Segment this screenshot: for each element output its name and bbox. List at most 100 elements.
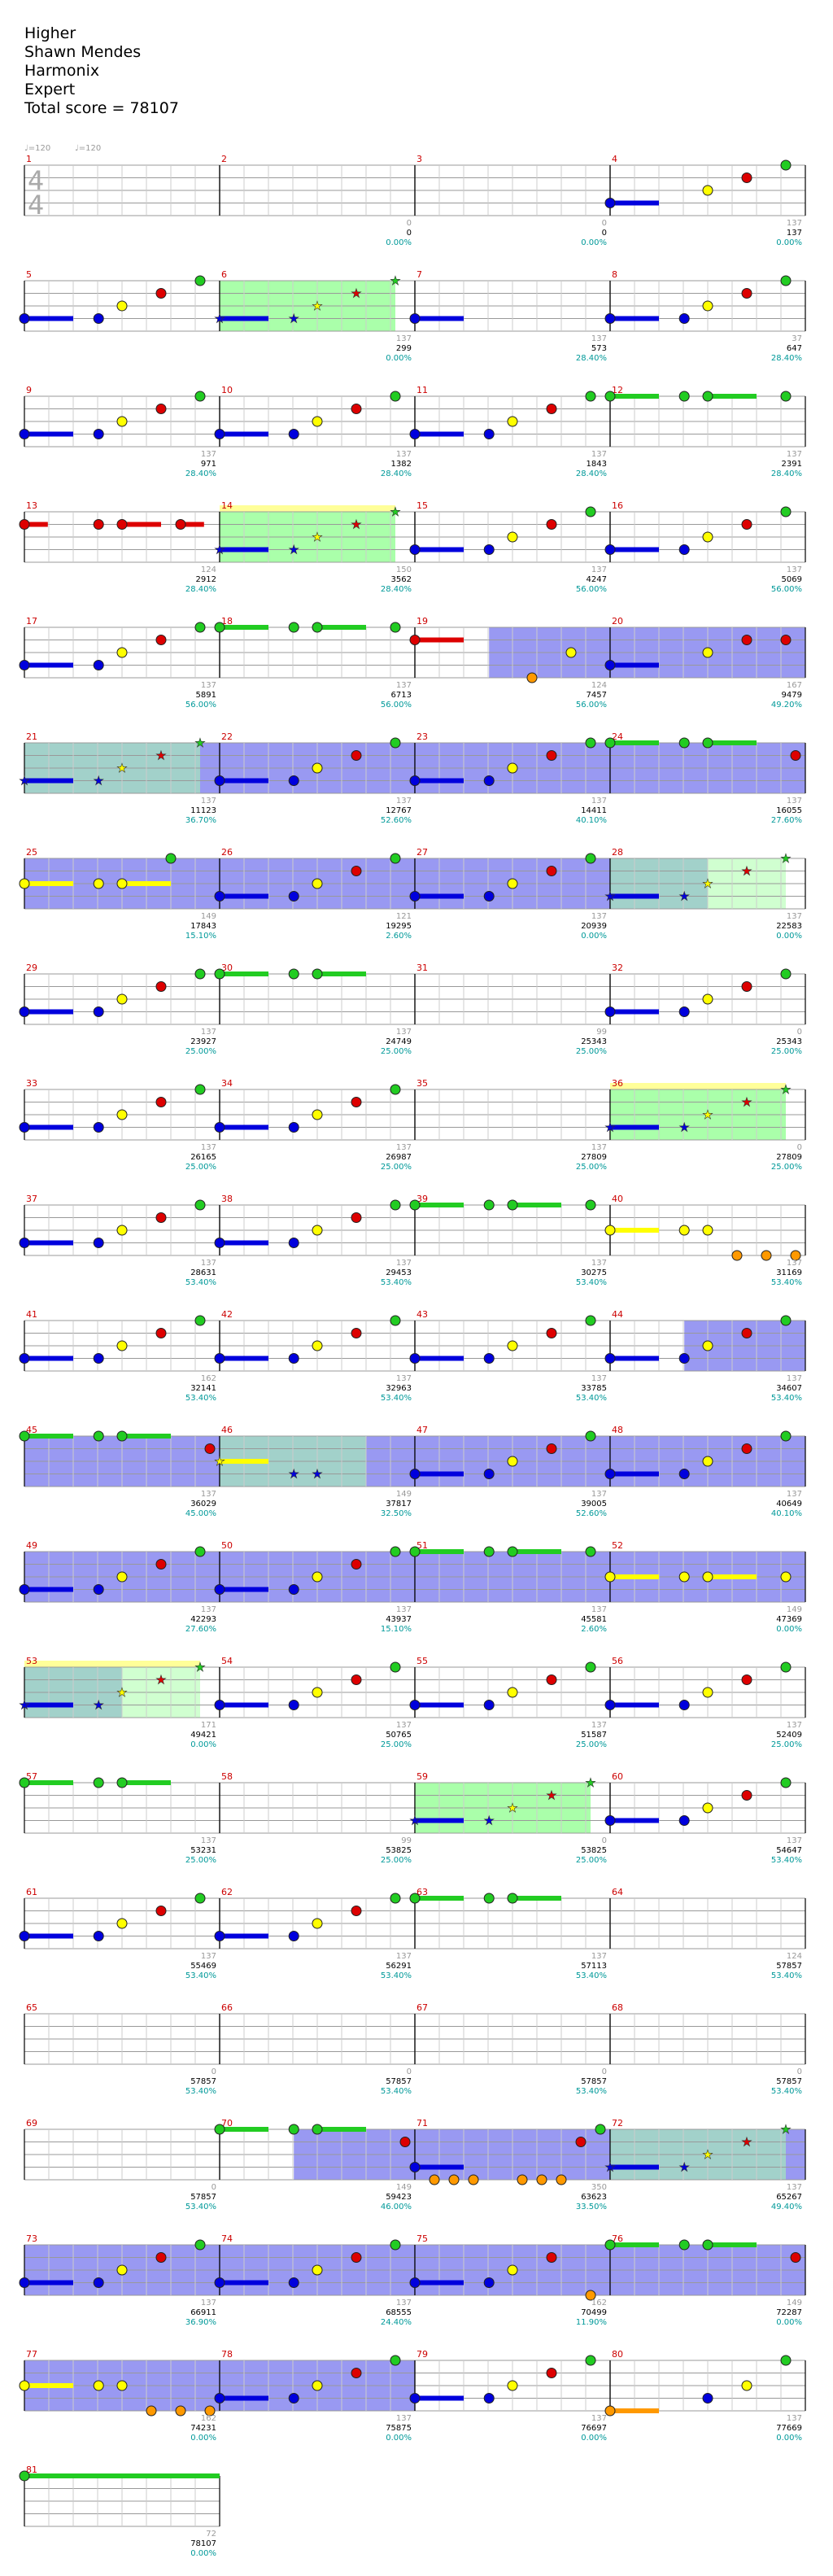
measure-number: 40 bbox=[612, 1194, 623, 1204]
note-gem bbox=[312, 622, 323, 633]
note-gem bbox=[790, 750, 801, 761]
note-gem bbox=[678, 1700, 690, 1710]
sp-meter-percent: 49.20% bbox=[771, 701, 802, 709]
note-gem bbox=[585, 2290, 596, 2301]
measure-number: 43 bbox=[416, 1309, 428, 1320]
note-gem bbox=[194, 391, 206, 402]
measure-number: 78 bbox=[221, 2349, 233, 2360]
note-gem bbox=[155, 635, 167, 645]
note-gem bbox=[507, 2264, 518, 2276]
sp-meter-percent: 40.10% bbox=[576, 816, 607, 825]
solo-band bbox=[610, 1083, 786, 1089]
sustain-tail bbox=[122, 1780, 171, 1785]
star-note: ★ bbox=[351, 517, 361, 532]
note-gem bbox=[483, 1546, 495, 1557]
measure-number: 57 bbox=[26, 1771, 37, 1782]
measure-number: 9 bbox=[26, 385, 32, 395]
sp-meter-percent: 0.00% bbox=[776, 932, 802, 941]
note-gem bbox=[155, 1097, 167, 1107]
measure-points: 137 bbox=[396, 1028, 412, 1037]
sustain-tail bbox=[220, 2127, 268, 2132]
note-gem bbox=[546, 866, 557, 876]
note-gem bbox=[155, 1212, 167, 1223]
cumulative-score: 25343 bbox=[776, 1037, 802, 1046]
note-gem bbox=[175, 519, 186, 530]
cumulative-score: 9479 bbox=[782, 691, 802, 700]
measure-points: 137 bbox=[787, 797, 802, 806]
note-gem bbox=[288, 2393, 299, 2404]
sp-meter-percent: 0.00% bbox=[581, 238, 607, 247]
measure-points: 137 bbox=[591, 912, 607, 921]
difficulty-label: Expert bbox=[24, 81, 76, 98]
sp-meter-percent: 53.40% bbox=[185, 1971, 216, 1980]
sp-meter-percent: 53.40% bbox=[576, 2087, 607, 2096]
note-gem bbox=[741, 172, 752, 183]
note-gem bbox=[390, 1199, 401, 1211]
sp-meter-percent: 25.00% bbox=[185, 1047, 216, 1056]
cumulative-score: 3562 bbox=[391, 575, 412, 584]
measure-number: 39 bbox=[416, 1194, 428, 1204]
cumulative-score: 137 bbox=[787, 229, 802, 238]
note-gem bbox=[288, 2277, 299, 2288]
measure-points: 0 bbox=[602, 219, 607, 228]
note-gem bbox=[678, 1571, 690, 1583]
measure-number: 32 bbox=[612, 963, 623, 973]
note-gem bbox=[155, 1328, 167, 1338]
sustain-tail bbox=[610, 1009, 659, 1015]
note-gem bbox=[312, 1109, 323, 1120]
note-gem bbox=[19, 2470, 30, 2482]
note-gem bbox=[399, 2137, 411, 2147]
sustain-tail bbox=[317, 2127, 366, 2132]
note-gem bbox=[526, 672, 538, 683]
sustain-tail bbox=[415, 1471, 464, 1477]
note-gem bbox=[409, 1546, 421, 1557]
note-gem bbox=[93, 2277, 104, 2288]
star-note: ★ bbox=[19, 774, 29, 788]
measure-number: 15 bbox=[416, 500, 428, 511]
sustain-tail bbox=[415, 431, 464, 437]
note-gem bbox=[155, 1559, 167, 1570]
measure-points: 137 bbox=[787, 2183, 802, 2192]
sustain-tail bbox=[220, 1240, 268, 1246]
note-gem bbox=[678, 1225, 690, 1236]
sustain-tail bbox=[220, 778, 268, 784]
sustain-tail bbox=[24, 778, 73, 784]
note-gem bbox=[351, 866, 362, 876]
measure-number: 27 bbox=[416, 847, 428, 858]
measure-points: 137 bbox=[591, 450, 607, 459]
sp-meter-percent: 53.40% bbox=[381, 2087, 412, 2096]
measure-number: 56 bbox=[612, 1656, 623, 1666]
cumulative-score: 32963 bbox=[386, 1384, 412, 1393]
note-gem bbox=[390, 1546, 401, 1557]
sp-meter-percent: 36.90% bbox=[185, 2318, 216, 2327]
note-gem bbox=[507, 762, 518, 774]
note-gem bbox=[214, 622, 225, 633]
sustain-tail bbox=[610, 1471, 659, 1477]
note-gem bbox=[780, 1661, 792, 1673]
cumulative-score: 65267 bbox=[776, 2193, 802, 2202]
note-gem bbox=[288, 968, 299, 980]
note-gem bbox=[409, 544, 421, 555]
note-gem bbox=[194, 1199, 206, 1211]
measure-number: 58 bbox=[221, 1771, 233, 1782]
star-note: ★ bbox=[483, 1814, 494, 1828]
note-gem bbox=[19, 519, 30, 530]
sp-meter-percent: 25.00% bbox=[185, 1856, 216, 1865]
note-gem bbox=[483, 1469, 495, 1479]
sp-meter-percent: 0.00% bbox=[386, 354, 412, 363]
note-gem bbox=[702, 1571, 713, 1583]
note-gem bbox=[702, 185, 713, 196]
measure-points: 167 bbox=[787, 681, 802, 690]
note-gem bbox=[507, 1893, 518, 1904]
cumulative-score: 26987 bbox=[386, 1153, 412, 1162]
cumulative-score: 50765 bbox=[386, 1731, 412, 1740]
note-gem bbox=[155, 288, 167, 299]
measure-number: 12 bbox=[612, 385, 623, 395]
note-gem bbox=[175, 2405, 186, 2417]
cumulative-score: 40649 bbox=[776, 1500, 802, 1508]
note-gem bbox=[507, 1687, 518, 1698]
measure-points: 137 bbox=[201, 2299, 216, 2307]
note-gem bbox=[194, 1893, 206, 1904]
note-gem bbox=[536, 2174, 547, 2185]
note-gem bbox=[409, 1353, 421, 1364]
